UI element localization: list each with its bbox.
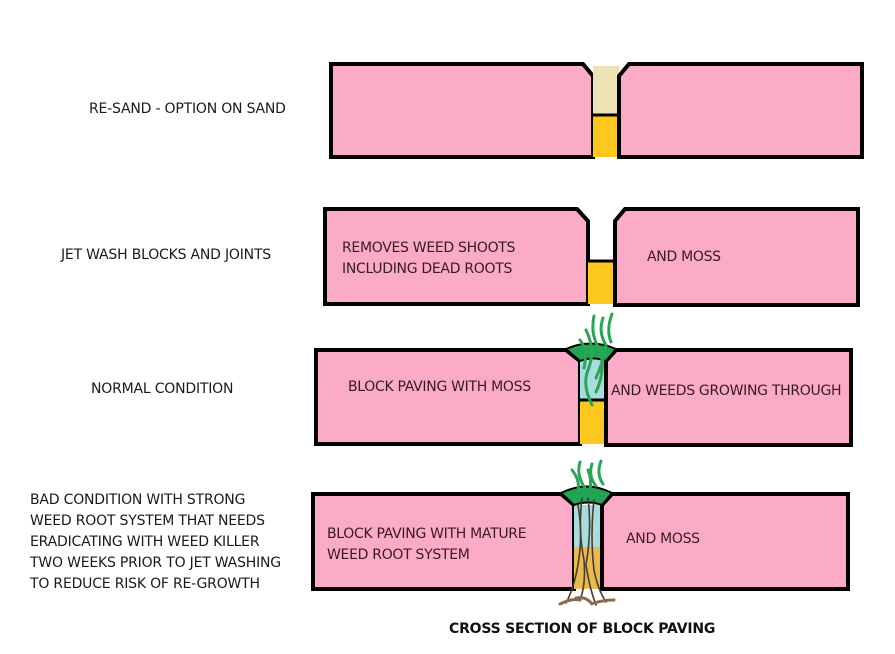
block-text-jet-wash-right: AND MOSS — [647, 249, 721, 265]
block-text-line: INCLUDING DEAD ROOTS — [342, 261, 513, 277]
row-label-normal: NORMAL CONDITION — [91, 381, 234, 397]
block-text-normal-left: BLOCK PAVING WITH MOSS — [348, 379, 531, 395]
diagram-caption: CROSS SECTION OF BLOCK PAVING — [449, 621, 716, 637]
joint-bedding-sand — [593, 115, 619, 157]
row-re-sand — [329, 62, 864, 159]
row-label-re-sand: RE-SAND - OPTION ON SAND — [89, 101, 286, 117]
joint-bedding-sand — [588, 261, 615, 304]
row-label-bad-line: BAD CONDITION WITH STRONG — [30, 492, 246, 508]
joint-dry-sand — [593, 66, 619, 115]
weed-roots — [565, 497, 607, 606]
row-label-bad-line: WEED ROOT SYSTEM THAT NEEDS — [30, 513, 265, 529]
row-label-jet-wash: JET WASH BLOCKS AND JOINTS — [61, 247, 271, 263]
block-text-line: REMOVES WEED SHOOTS — [342, 240, 516, 256]
block-text-line: BLOCK PAVING WITH MATURE — [327, 526, 527, 542]
right-block — [617, 62, 864, 159]
row-label-bad-line: TO REDUCE RISK OF RE-GROWTH — [30, 576, 260, 592]
weed-shoots — [578, 312, 614, 407]
row-label-bad-line: ERADICATING WITH WEED KILLER — [30, 534, 260, 550]
root-tips — [558, 596, 616, 606]
block-text-line: WEED ROOT SYSTEM — [327, 547, 470, 563]
block-text-bad-left: BLOCK PAVING WITH MATURE WEED ROOT SYSTE… — [327, 524, 527, 566]
block-text-bad-right: AND MOSS — [626, 531, 700, 547]
joint-bedding-sand — [580, 400, 606, 444]
row-label-bad-line: TWO WEEKS PRIOR TO JET WASHING — [30, 555, 281, 571]
block-text-normal-right: AND WEEDS GROWING THROUGH — [611, 383, 842, 399]
right-block — [613, 207, 860, 307]
row-bad — [311, 459, 850, 606]
weed-shoots — [570, 459, 605, 492]
row-normal — [314, 312, 853, 447]
row-label-bad: BAD CONDITION WITH STRONG WEED ROOT SYST… — [30, 490, 281, 595]
row-jet-wash — [323, 207, 860, 307]
block-text-jet-wash-left: REMOVES WEED SHOOTS INCLUDING DEAD ROOTS — [342, 238, 515, 280]
left-block — [329, 62, 595, 159]
